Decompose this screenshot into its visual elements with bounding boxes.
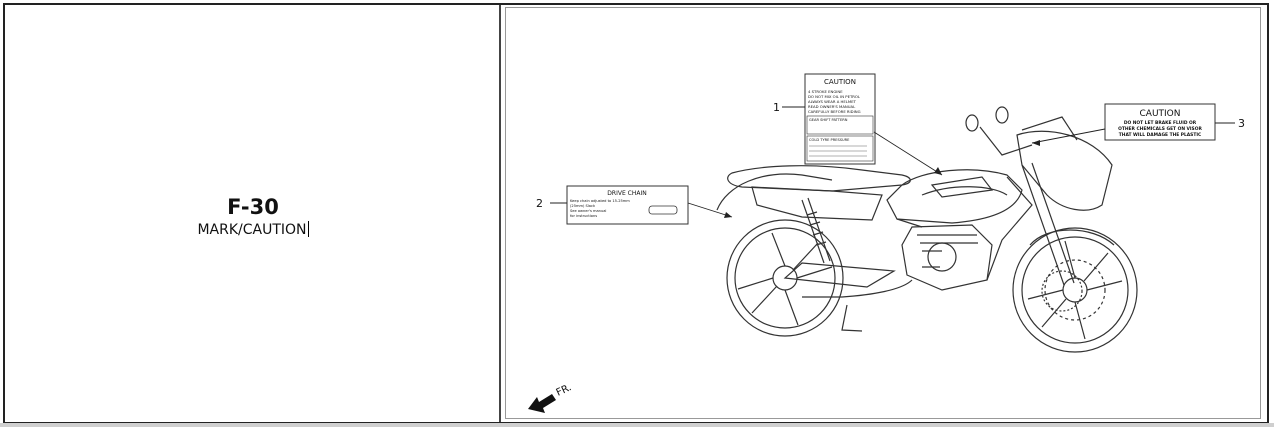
label2-line: for instructions (570, 214, 597, 218)
label2-line: See owner's manual (570, 209, 606, 213)
text-cursor (307, 221, 309, 237)
front-direction-arrow: FR. (528, 382, 573, 413)
caution-label-1: CAUTION 4 STROKE ENGINE DO NOT MIX OIL I… (804, 73, 876, 165)
callout-number: 1 (773, 101, 780, 114)
drive-chain-label-2: DRIVE CHAIN Keep chain adjusted to 15-25… (566, 185, 689, 225)
page-frame: F-30 MARK/CAUTION (3, 3, 1269, 424)
brake-disc (1041, 270, 1083, 312)
caution-label-3: CAUTION DO NOT LET BRAKE FLUID OR OTHER … (1104, 103, 1216, 141)
rear-wheel (726, 219, 844, 337)
diagram-border (505, 7, 1261, 419)
label2-line: Keep chain adjusted to 15-25mm (570, 199, 630, 203)
label2-line: (25mm) Slack (570, 204, 596, 208)
engine-fins (917, 234, 978, 268)
leader-lines (550, 106, 1235, 218)
callout-number: 3 (1238, 117, 1245, 130)
front-fender (1029, 229, 1115, 246)
frame-tube (896, 176, 1033, 281)
rear-shock (801, 197, 831, 264)
section-title: MARK/CAUTION (197, 222, 307, 238)
right-mirror (995, 106, 1009, 124)
headlight-fairing (1016, 130, 1113, 211)
handlebar (979, 126, 1033, 156)
diagram-panel: CAUTION 4 STROKE ENGINE DO NOT MIX OIL I… (502, 5, 1268, 422)
label2-heading: DRIVE CHAIN (607, 190, 646, 197)
rear-fender (716, 173, 833, 211)
front-fork (1021, 162, 1075, 286)
seat (727, 165, 911, 192)
section-code: F-30 (227, 195, 279, 219)
title-panel: F-30 MARK/CAUTION (5, 5, 501, 422)
visor (1021, 116, 1078, 141)
label1-line: CAREFULLY BEFORE RIDING (808, 109, 861, 114)
engine (901, 224, 993, 291)
swing-arm (783, 262, 896, 288)
side-stand (841, 304, 863, 332)
shock-spring (806, 211, 827, 246)
label1-line: 4 STROKE ENGINE (808, 89, 843, 94)
label1-heading: CAUTION (824, 78, 856, 86)
label1-line: ALWAYS WEAR A HELMET (808, 99, 857, 104)
label3-line: THAT WILL DAMAGE THE PLASTIC (1119, 132, 1201, 138)
front-wheel (1012, 227, 1138, 353)
exhaust-pipe (802, 279, 913, 298)
section-title-row: MARK/CAUTION (5, 221, 501, 238)
fuel-tank (886, 169, 1023, 224)
side-panel (751, 186, 883, 221)
label3-line: OTHER CHEMICALS GET ON VISOR (1118, 126, 1202, 132)
tank-graphic (921, 186, 1008, 196)
bottom-scroll-strip (0, 423, 1274, 427)
left-mirror (965, 114, 979, 132)
label1-line: READ OWNER'S MANUAL (808, 104, 856, 109)
direction-label: FR. (555, 382, 574, 399)
gear-shift-heading: GEAR SHIFT PATTERN (809, 118, 848, 122)
label3-line: DO NOT LET BRAKE FLUID OR (1124, 120, 1197, 126)
motorcycle-diagram: CAUTION 4 STROKE ENGINE DO NOT MIX OIL I… (528, 73, 1245, 413)
tank-logo (930, 176, 994, 198)
label1-line: DO NOT MIX OIL IN PETROL (808, 94, 861, 99)
label3-heading: CAUTION (1140, 109, 1181, 119)
tyre-pressure-heading: COLD TYRE PRESSURE (809, 138, 850, 142)
callout-number: 2 (536, 197, 543, 210)
